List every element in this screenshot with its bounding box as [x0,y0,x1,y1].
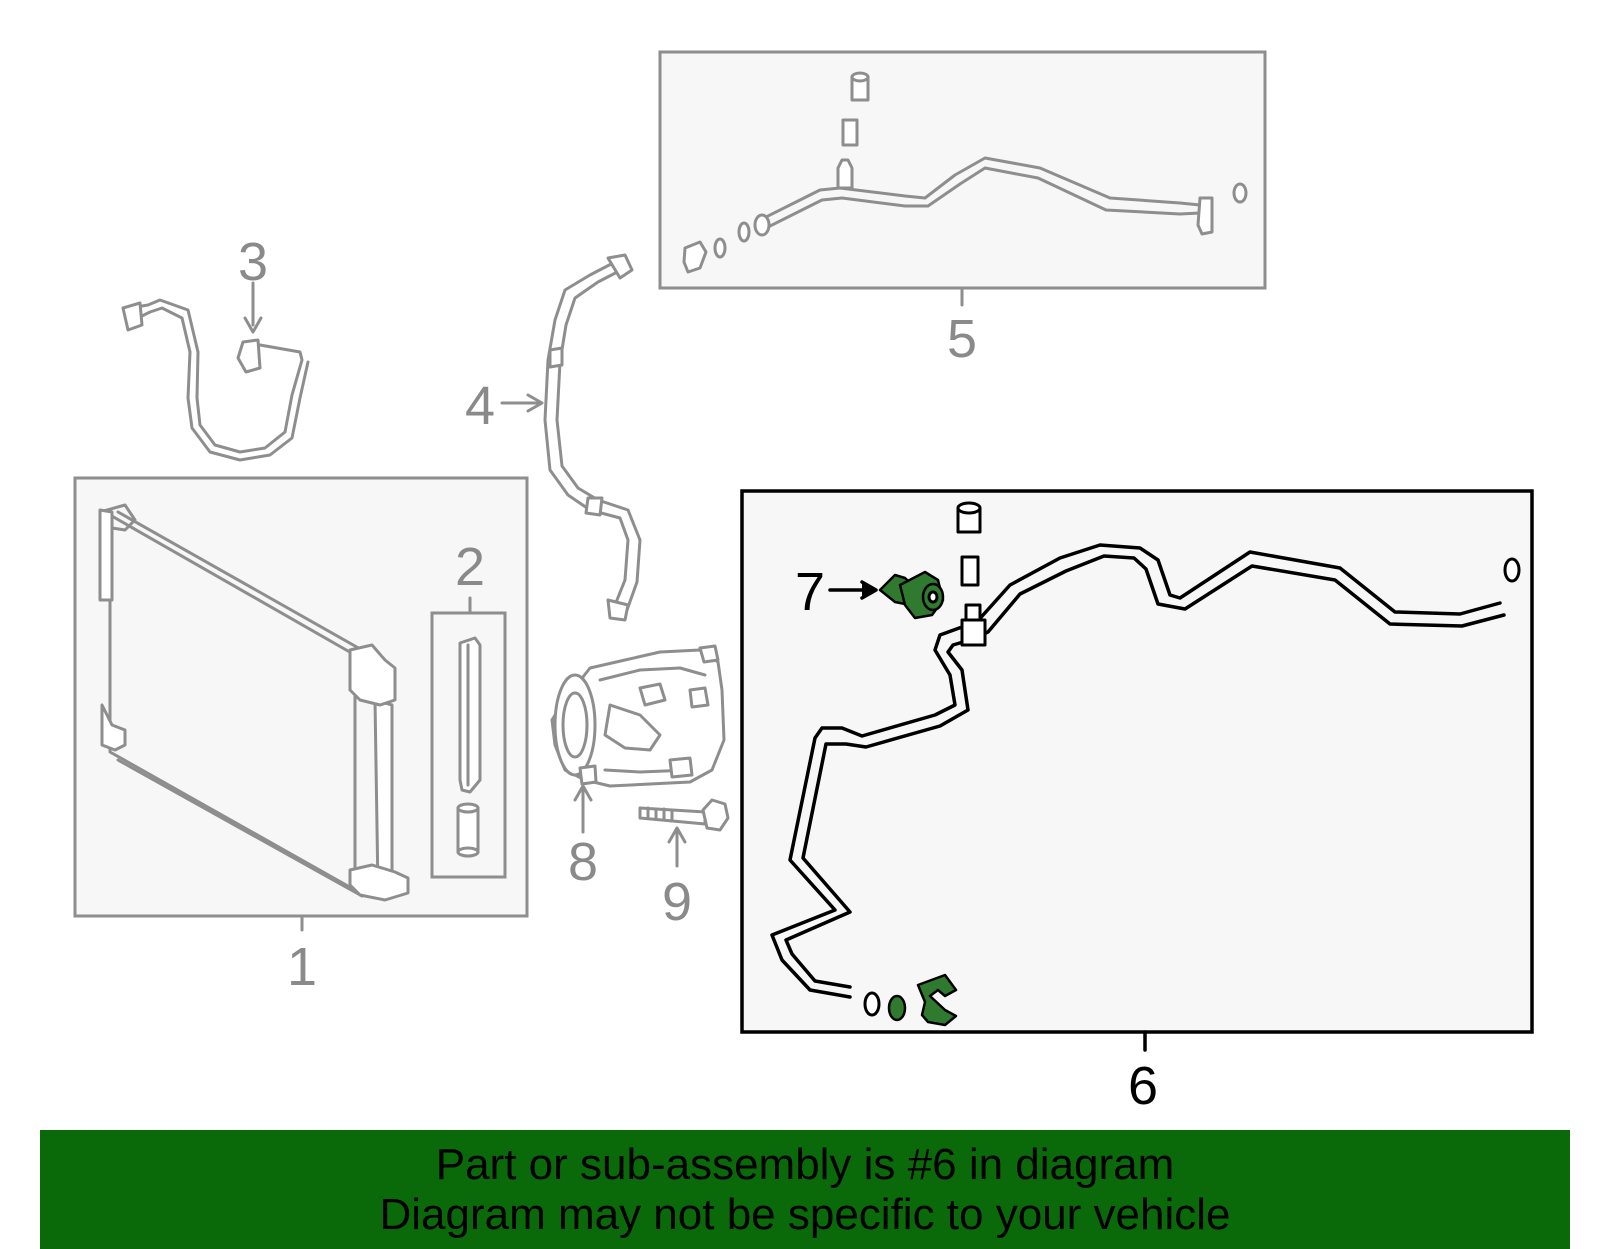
part-4-hose[interactable] [543,253,642,622]
part-9-bolt[interactable] [638,798,730,832]
callout-6: 6 [1128,1056,1158,1116]
callout-2: 2 [455,537,485,597]
part-3-hose[interactable] [121,298,310,462]
part-6-liquid-line[interactable] [740,489,1534,1034]
part-2-drier[interactable] [430,611,507,879]
banner-line-2: Diagram may not be specific to your vehi… [379,1190,1231,1239]
callout-4: 4 [465,376,495,436]
part-8-compressor[interactable] [550,644,726,788]
info-banner: Part or sub-assembly is #6 in diagram Di… [40,1130,1570,1249]
part-7-pressure-switch[interactable] [878,570,945,620]
callout-7: 7 [795,562,825,622]
callout-1: 1 [287,937,317,997]
callout-5: 5 [947,309,977,369]
callout-3: 3 [238,232,268,292]
callout-8: 8 [568,832,598,892]
callout-9: 9 [662,872,692,932]
banner-line-1: Part or sub-assembly is #6 in diagram [435,1140,1175,1189]
part-5-liquid-line[interactable] [658,50,1267,290]
